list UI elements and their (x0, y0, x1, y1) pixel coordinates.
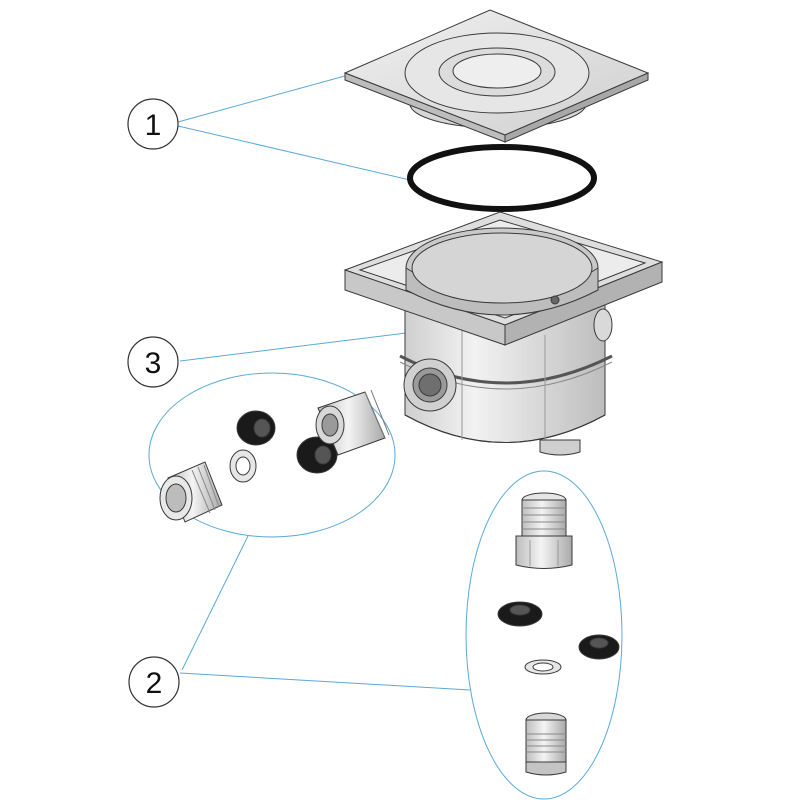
callout-3-label: 3 (145, 347, 162, 380)
group-ellipse-right (465, 470, 623, 800)
fittings-left-group (159, 389, 390, 523)
threaded-adapter-left (159, 461, 223, 523)
callout-1-label: 1 (145, 109, 162, 142)
callout-3[interactable]: 3 (127, 336, 179, 388)
group-ellipse-left (148, 372, 396, 538)
washer-right (524, 659, 562, 675)
threaded-adapter-right (525, 712, 567, 776)
threaded-union-right (515, 492, 573, 569)
washer-left (229, 449, 257, 483)
leader-1-to-oring (177, 125, 411, 181)
leader-1-to-cover (177, 73, 353, 123)
callout-2-circle (128, 656, 180, 708)
leader-lines (148, 73, 623, 800)
callout-1-circle (127, 98, 179, 150)
callout-1[interactable]: 1 (127, 98, 179, 150)
union-nut-left (315, 389, 390, 456)
leader-2-to-right-ellipse (179, 672, 471, 691)
callout-3-circle (127, 336, 179, 388)
rubber-gasket-left-upper (236, 410, 276, 446)
drain-body (343, 211, 664, 456)
cover-plate (343, 9, 650, 143)
leader-3-to-body (179, 329, 431, 362)
o-ring (407, 144, 597, 212)
callout-2-label: 2 (146, 667, 163, 700)
rubber-gasket-left-lower (296, 436, 338, 474)
rubber-gasket-right-upper (497, 601, 543, 627)
leader-2-to-left-ellipse (181, 535, 249, 671)
callout-2[interactable]: 2 (128, 656, 180, 708)
rubber-gasket-right-lower (578, 634, 620, 660)
fittings-right-group (497, 492, 620, 776)
